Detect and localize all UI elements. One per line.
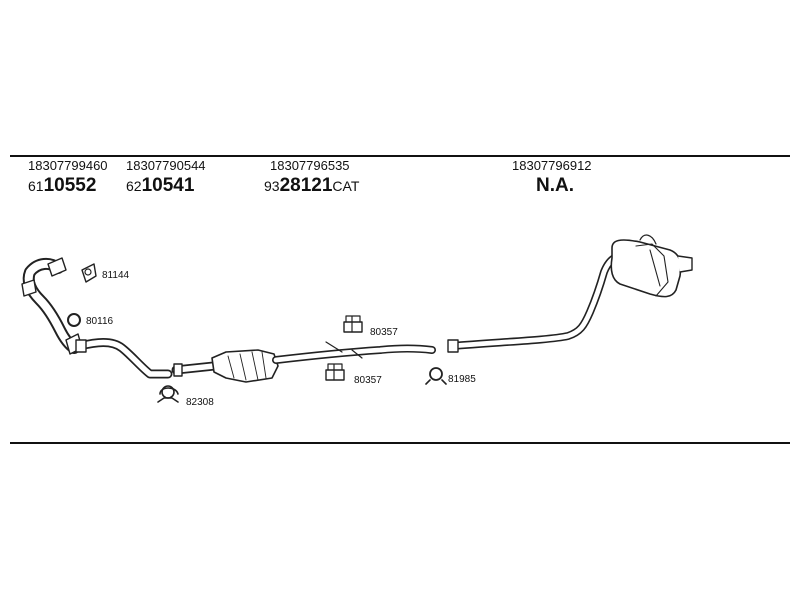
part-code: 9328121CAT — [264, 175, 360, 196]
catalyst-drawing — [171, 341, 436, 383]
header-group-intermediate-pipe: 18307790544 6210541 — [126, 158, 206, 198]
part-label-clamp-right: 81985 — [448, 374, 476, 385]
top-rule — [10, 155, 790, 157]
oe-number: 18307796535 — [270, 158, 350, 173]
front-pipe-drawing — [21, 257, 83, 355]
ring-icon — [67, 313, 81, 327]
gasket-icon — [81, 263, 97, 283]
part-code: 6110552 — [28, 175, 97, 196]
part-code: 6210541 — [126, 175, 195, 196]
mount-icon-lower — [325, 363, 345, 381]
clamp-icon-right — [425, 367, 447, 385]
oe-number: 18307790544 — [126, 158, 206, 173]
part-label-mount-upper: 80357 — [370, 327, 398, 338]
mount-icon-upper — [343, 315, 363, 333]
oe-number: 18307799460 — [28, 158, 108, 173]
part-label-clamp: 82308 — [186, 397, 214, 408]
part-label-gasket: 81144 — [102, 270, 130, 281]
part-code: N.A. — [536, 175, 574, 196]
clamp-icon — [157, 385, 179, 403]
rear-silencer-drawing — [447, 234, 693, 353]
oe-number: 18307796912 — [512, 158, 592, 173]
header-group-front-pipe: 18307799460 6110552 — [28, 158, 108, 198]
intermediate-pipe-drawing — [75, 338, 173, 379]
header-group-catalyst: 18307796535 9328121CAT — [264, 158, 359, 198]
part-label-ring: 80116 — [86, 316, 114, 327]
bottom-rule — [10, 442, 790, 444]
header-group-rear-silencer: 18307796912 N.A. — [512, 158, 592, 198]
part-label-mount-lower: 80357 — [354, 375, 382, 386]
